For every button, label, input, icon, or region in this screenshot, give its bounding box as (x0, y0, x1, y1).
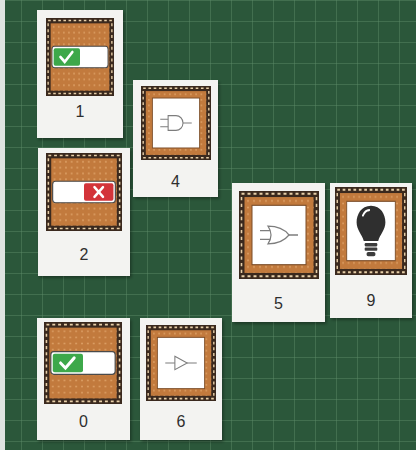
card: 2 (38, 148, 130, 276)
card (140, 318, 222, 440)
card-number: 4 (171, 173, 180, 191)
buffer-gate-tile (146, 325, 216, 401)
card-number: 1 (76, 103, 85, 121)
card (133, 80, 218, 197)
photo-edge (0, 0, 5, 450)
or-gate-tile (239, 191, 319, 279)
card (330, 183, 412, 318)
paper-cards (37, 10, 412, 440)
card-number: 6 (177, 413, 186, 431)
card (37, 318, 130, 440)
card: 1 (37, 10, 123, 138)
card (232, 183, 325, 322)
card-number: 0 (79, 413, 88, 431)
lightbulb-tile (335, 187, 407, 275)
switch-off-tile (46, 153, 122, 231)
and-gate-tile (141, 86, 211, 160)
switch-on-tile (44, 322, 122, 404)
card: 4 (133, 80, 218, 197)
card: 0 (37, 318, 130, 440)
card (37, 10, 123, 138)
card: 5 (232, 183, 325, 322)
card-number: 9 (367, 292, 376, 310)
card-number: 2 (80, 246, 89, 264)
card: 6 (140, 318, 222, 440)
card-number: 5 (274, 295, 283, 313)
switch-on-tile (46, 18, 114, 96)
card (38, 148, 130, 276)
card: 9 (330, 183, 412, 318)
